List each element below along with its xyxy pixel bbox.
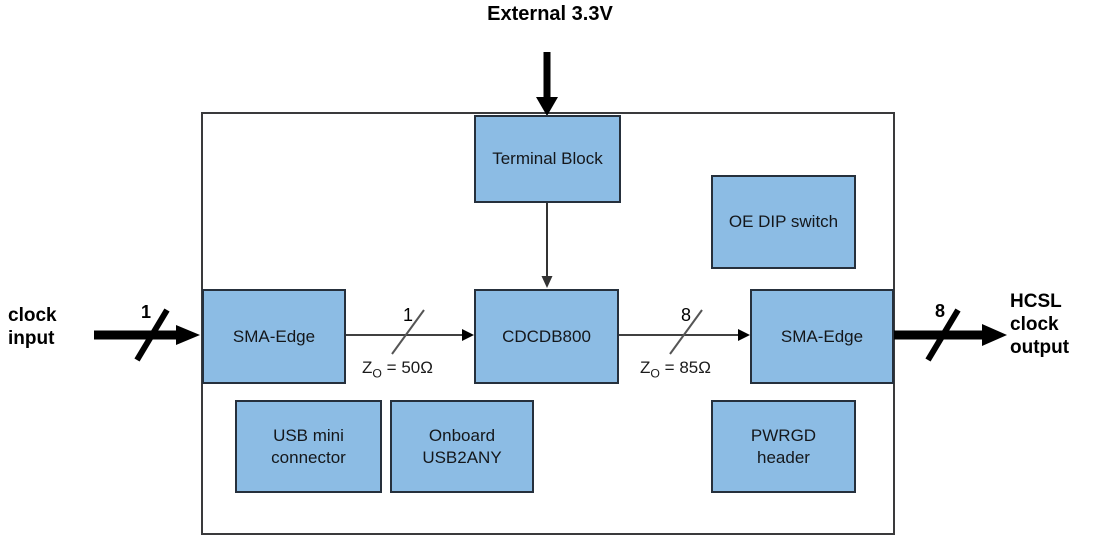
label-bus-width-internal-1: 1 [403,305,414,325]
block-label: SMA-Edge [232,326,316,346]
impedance-equals: = [386,358,397,377]
block-label-line2: header [757,447,810,467]
block-label-line1: USB mini [273,426,344,446]
label-bus-width-input: 1 [141,302,152,322]
block-pwrgd-header[interactable]: PWRGD header [711,400,856,493]
block-label-line1: Onboard [428,426,496,446]
label-hcsl-line1: HCSL [1010,291,1062,312]
label-bus-width-output: 8 [935,301,946,321]
wire-external-supply-to-terminal-block [536,52,558,116]
block-label: OE DIP switch [728,212,839,232]
impedance-value: 50Ω [401,358,433,377]
wire-sma-edge-to-hcsl-output [894,308,1007,362]
block-sma-edge-input[interactable]: SMA-Edge [202,289,346,384]
block-usb-mini-connector[interactable]: USB mini connector [235,400,382,493]
label-clock-input-line1: clock [8,305,57,326]
label-clock-input-line2: input [8,327,55,349]
block-oe-dip-switch[interactable]: OE DIP switch [711,175,856,269]
impedance-value: 85Ω [679,358,711,377]
label-external-line2: 3.3V [571,3,613,25]
label-impedance-output: ZO = 85Ω [640,358,711,380]
impedance-symbol: Z [640,358,651,377]
block-label: SMA-Edge [780,326,864,346]
block-terminal-block[interactable]: Terminal Block [474,115,621,203]
label-external-line1: External [487,3,567,25]
label-hcsl-clock-output: HCSL clock output [1010,291,1100,359]
impedance-equals: = [664,358,675,377]
impedance-symbol: Z [362,358,373,377]
label-hcsl-line2: clock [1010,313,1059,335]
label-external-supply: External 3.3V [455,2,645,26]
label-impedance-input: ZO = 50Ω [362,358,433,380]
label-hcsl-line3: output [1010,336,1070,358]
block-cdcdb800[interactable]: CDCDB800 [474,289,619,384]
block-label: CDCDB800 [502,326,591,346]
impedance-subscript: O [372,366,382,381]
block-label: Terminal Block [492,149,603,169]
block-onboard-usb2any[interactable]: Onboard USB2ANY [390,400,534,493]
label-clock-input: clock input [0,305,104,351]
impedance-subscript: O [650,366,660,381]
label-bus-width-internal-8: 8 [681,305,692,325]
block-label-line2: USB2ANY [422,447,502,467]
block-sma-edge-output[interactable]: SMA-Edge [750,289,894,384]
block-label-line2: connector [271,447,346,467]
block-label-line1: PWRGD [750,426,817,446]
